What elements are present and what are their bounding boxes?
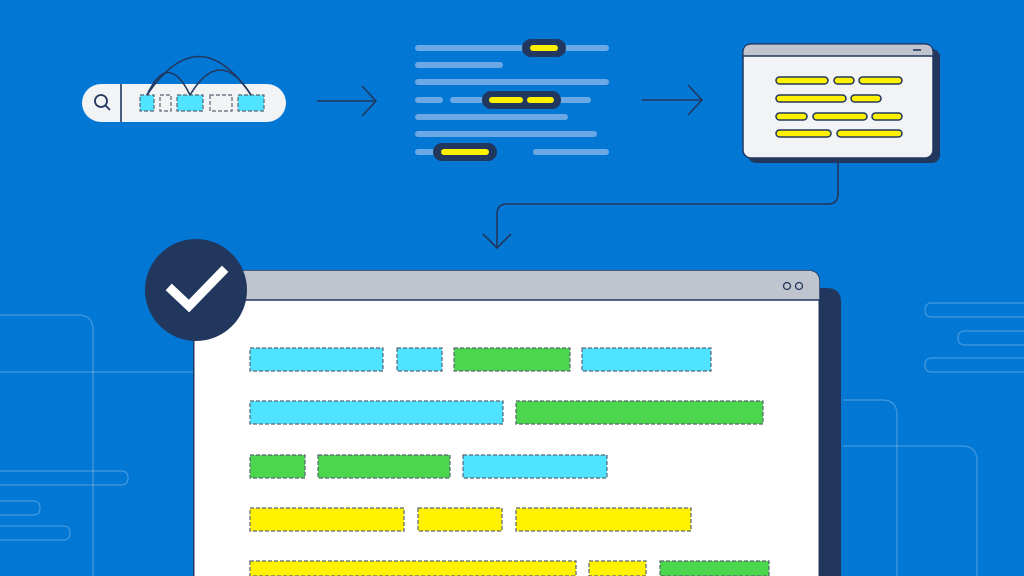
results-window-large — [193, 270, 841, 576]
highlighted-match — [522, 39, 566, 57]
query-token-empty — [209, 94, 233, 112]
query-token — [237, 94, 265, 112]
checkmark-icon — [145, 239, 247, 341]
query-token-empty — [159, 94, 172, 112]
window-control-icon[interactable] — [782, 281, 792, 291]
arrow-down-icon — [482, 160, 839, 250]
search-bar[interactable] — [82, 55, 286, 123]
results-window-small — [742, 43, 940, 163]
query-token — [139, 94, 155, 112]
highlighted-match — [482, 91, 561, 109]
token-link-arc — [146, 71, 191, 96]
token-link-arc — [146, 55, 252, 96]
query-token — [176, 94, 204, 112]
window-controls[interactable] — [782, 281, 804, 291]
arrow-right-icon — [317, 85, 378, 117]
annotated-tokens — [249, 347, 770, 576]
magnifier-icon — [94, 94, 111, 111]
window-control-icon[interactable] — [794, 281, 804, 291]
document-text-lines — [415, 39, 609, 161]
background-decoration — [0, 302, 1024, 576]
arrow-right-icon — [642, 84, 704, 116]
highlighted-match — [433, 143, 497, 161]
